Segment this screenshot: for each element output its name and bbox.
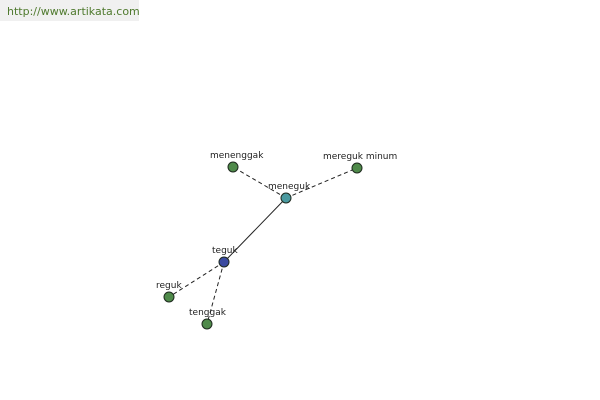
node-mereguk-minum[interactable] [351,162,363,174]
node-tenggak[interactable] [201,318,213,330]
node-menenggak[interactable] [227,161,239,173]
edges-layer [168,166,358,325]
edge-teguk-tenggak [206,261,225,325]
source-bar: http://www.artikata.com [0,0,140,21]
node-meneguk[interactable] [280,192,292,204]
edge-teguk-reguk [168,261,225,298]
node-label-mereguk-minum[interactable]: mereguk minum [323,152,397,162]
edge-meneguk-mereguk-minum [285,167,358,199]
node-reguk[interactable] [163,291,175,303]
node-label-menenggak[interactable]: menenggak [210,151,264,161]
node-label-reguk[interactable]: reguk [156,281,182,291]
node-label-teguk[interactable]: teguk [212,246,238,256]
edge-teguk-meneguk [223,197,287,263]
edge-meneguk-menenggak [232,166,287,199]
node-label-meneguk[interactable]: meneguk [268,182,311,192]
nodes-layer [163,161,363,330]
node-teguk[interactable] [218,256,230,268]
labels-layer: teguk meneguk menenggak mereguk minum reguk t… [156,151,397,318]
node-label-tenggak[interactable]: tenggak [189,308,227,318]
source-link[interactable]: http://www.artikata.com [7,5,140,18]
